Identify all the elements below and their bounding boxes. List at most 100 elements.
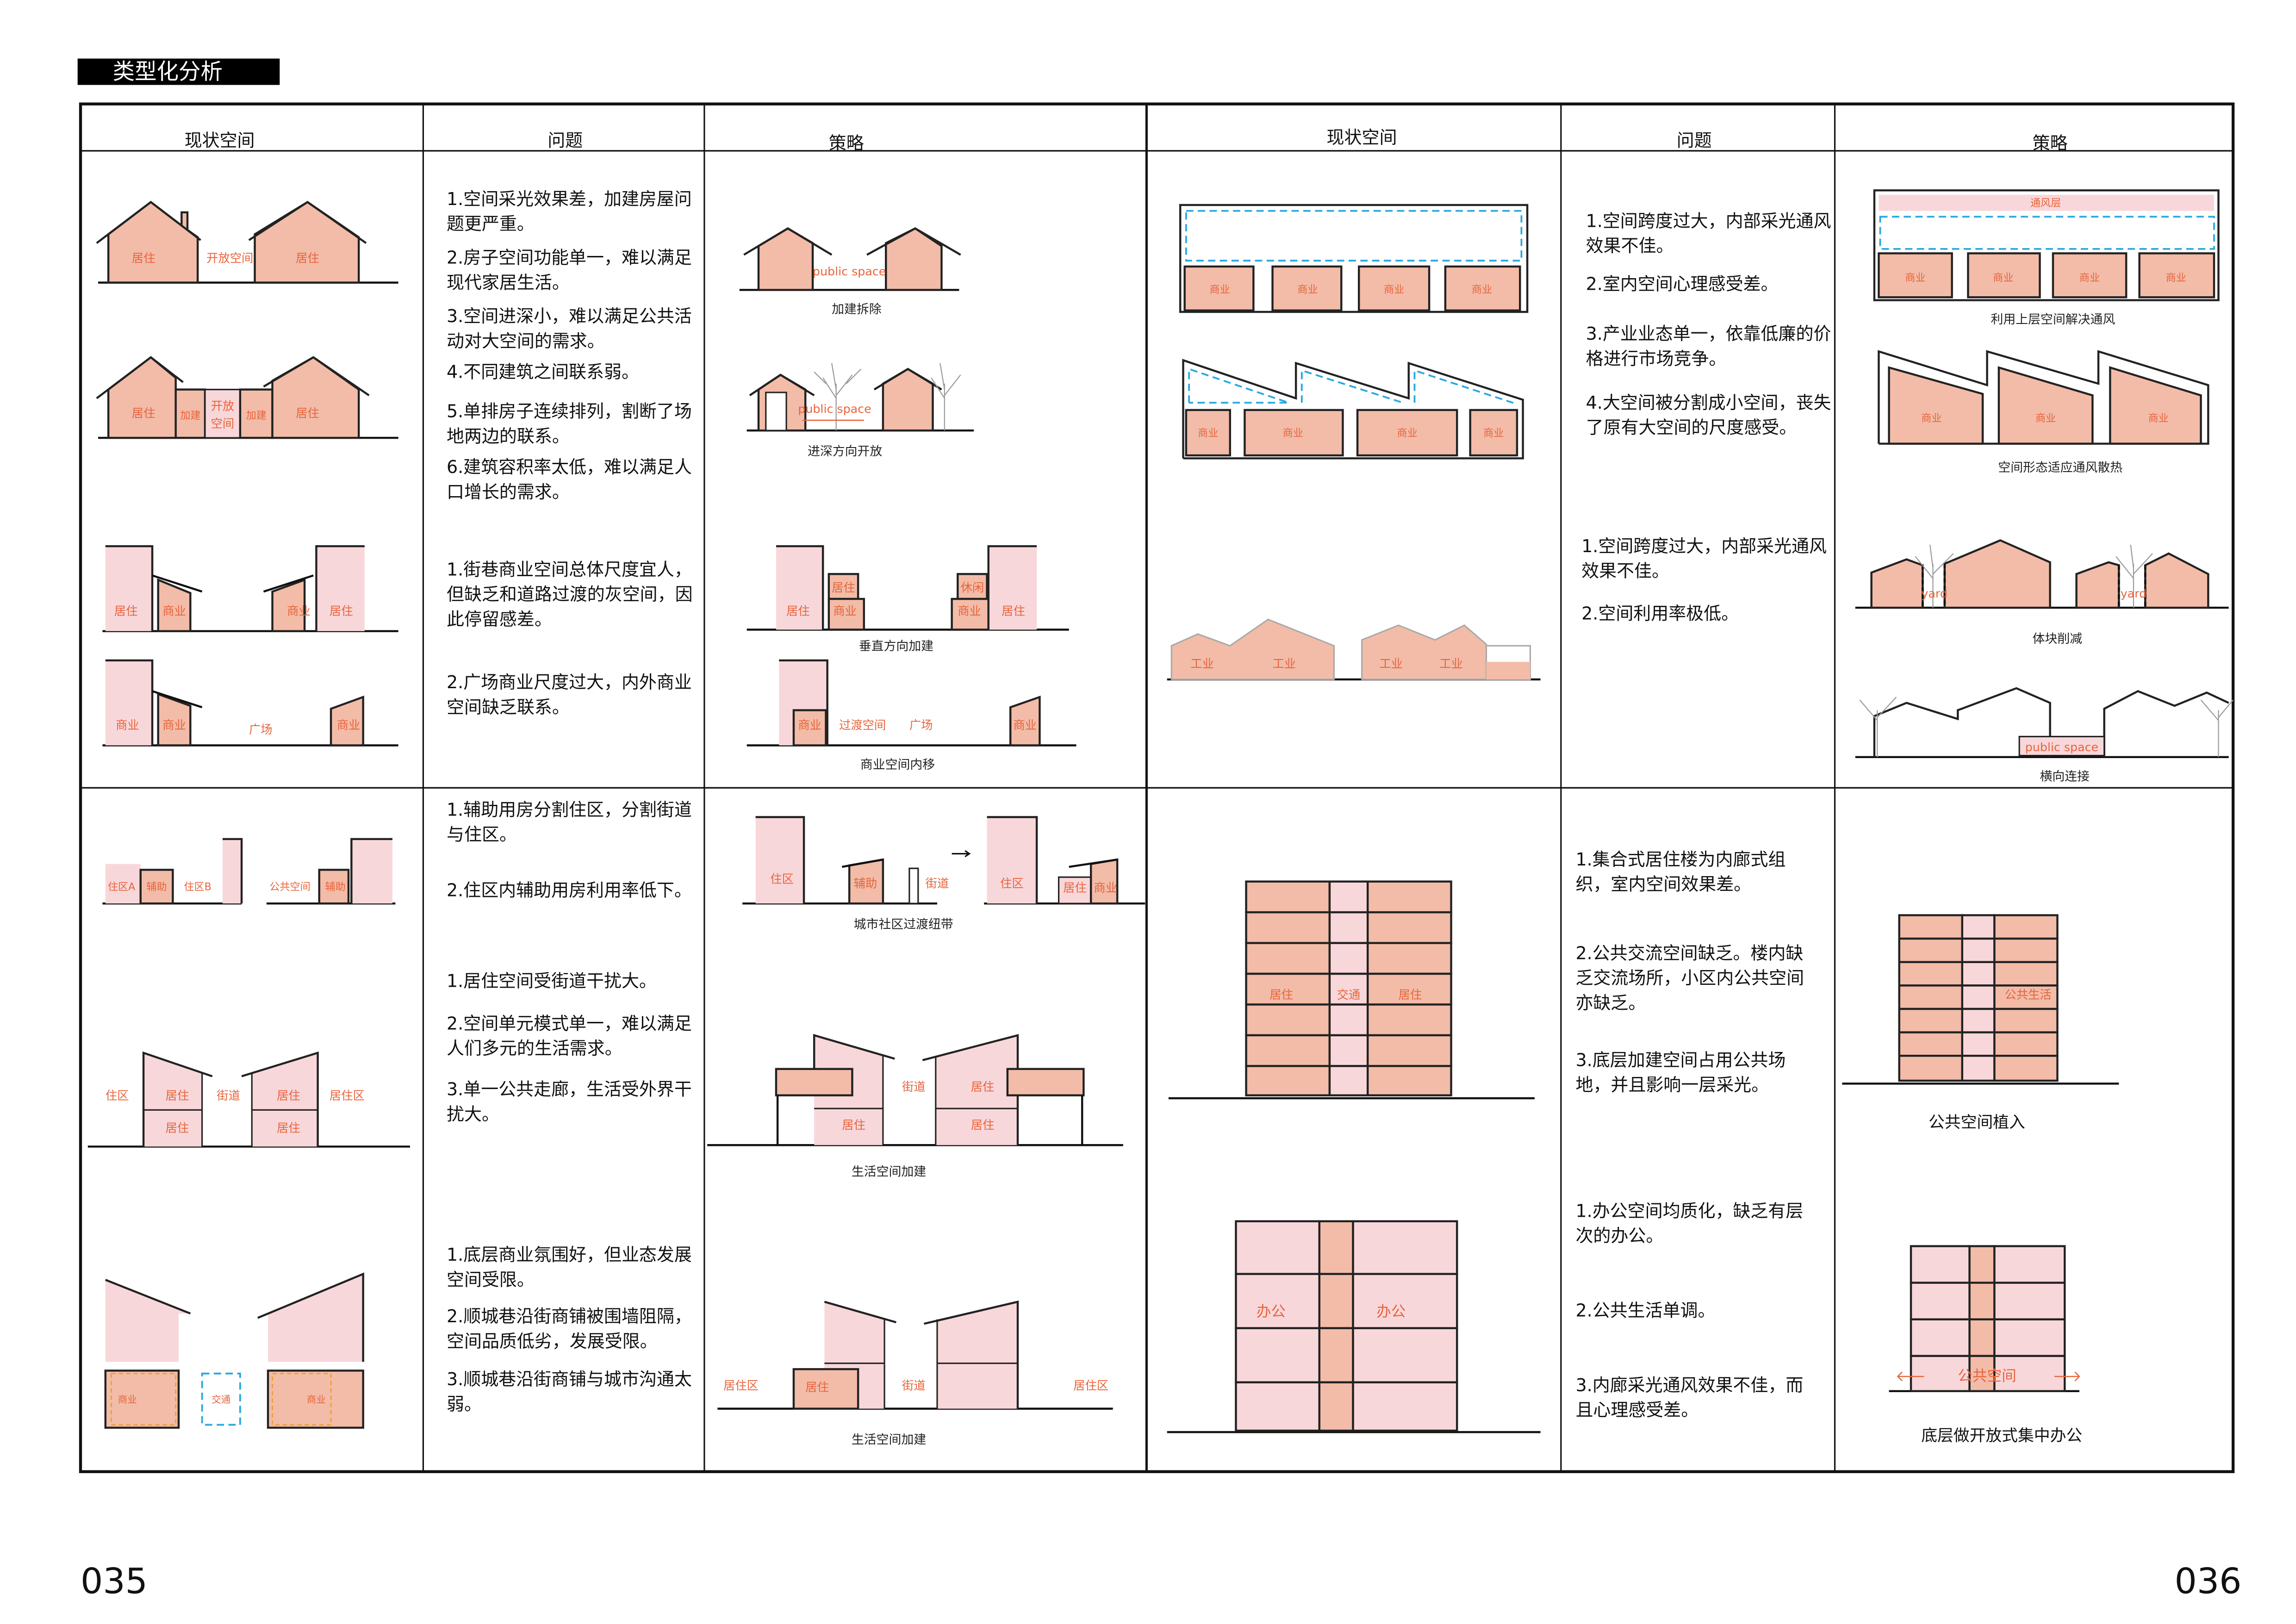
building-cell [1898, 914, 1963, 940]
label: 住区B [184, 881, 211, 893]
building-cell [1235, 1381, 1320, 1432]
label: 居住区 [1073, 1379, 1108, 1393]
problem-item: 1.办公空间均质化，缺乏有层次的办公。 [1575, 1201, 1804, 1246]
building-cell [1366, 1065, 1452, 1096]
diagram-living-addition-1: 居住 街道 居住 居住 生活空间加建 [707, 1033, 1123, 1179]
building-cell [1898, 1055, 1963, 1082]
tree-icon [1915, 544, 2153, 608]
label: 广场 [909, 719, 933, 732]
section-title: 类型化分析 [77, 58, 280, 85]
building-cell [1968, 1282, 1996, 1320]
label: 居住 [971, 1080, 995, 1094]
diagram-sawtooth-ventilation: 商业 商业 商业 空间形态适应通风散热 [1878, 350, 2209, 475]
label: 商业 [1283, 427, 1303, 439]
label: 辅助 [146, 881, 167, 893]
diagram-industrial: 工业 工业 工业 工业 [1167, 618, 1541, 681]
label: 商业 [287, 604, 311, 618]
label: 居住 [277, 1089, 300, 1102]
problem-item: 3.空间进深小，难以满足公共活动对大空间的需求。 [447, 306, 692, 352]
label: 居住 [842, 1118, 865, 1132]
label: 公共生活 [2005, 988, 2052, 1002]
caption: 体块削减 [2033, 632, 2083, 646]
building-cell [1961, 1055, 1996, 1082]
problem-item: 1.空间跨度过大，内部采光通风效果不佳。 [1586, 211, 1831, 256]
header-current-space: 现状空间 [184, 130, 255, 151]
problem-item: 6.建筑容积率太低，难以满足人口增长的需求。 [447, 457, 692, 503]
diagram-corridor-housing: 居住 交通 居住 [1168, 880, 1535, 1100]
problem-item: 2.广场商业尺度过大，内外商业空间缺乏联系。 [447, 672, 692, 718]
label: 商业 [1094, 881, 1118, 895]
problem-item: 3.内廊采光通风效果不佳，而且心理感受差。 [1575, 1375, 1804, 1421]
building-cell [1318, 1327, 1354, 1384]
caption: 加建拆除 [832, 302, 882, 317]
building-cell [1366, 1003, 1452, 1037]
problem-item: 1.辅助用房分割住区，分割街道与住区。 [447, 799, 692, 845]
diagram-vertical-addition: 居住 居住 商业 休闲 商业 居住 垂直方向加建 [747, 545, 1069, 653]
label: 商业 [307, 1394, 326, 1405]
label: 商业 [1905, 272, 1925, 284]
label: 居住 [805, 1381, 829, 1394]
building-cell [1235, 1327, 1320, 1384]
label: 商业 [1198, 427, 1218, 439]
label: 居住区 [723, 1379, 759, 1393]
building-cell [1961, 914, 1996, 940]
label: 住区 [1000, 877, 1024, 890]
label: 商业 [1993, 272, 2013, 284]
label: 街道 [926, 877, 949, 890]
diagram-plaza-commercial: 商业 商业 广场 商业 [102, 659, 398, 747]
label: 广场 [249, 723, 273, 736]
label: 办公 [1376, 1303, 1406, 1320]
diagram-volume-subtraction: yard yard 体块削减 [1855, 539, 2229, 646]
label: 交通 [212, 1394, 230, 1405]
building-cell [1898, 1031, 1963, 1057]
building-cell [1898, 937, 1963, 963]
label: 商业 [2148, 412, 2169, 424]
header-problems: 问题 [1676, 130, 1712, 151]
label: public space [798, 402, 871, 416]
building-cell [1352, 1273, 1458, 1329]
building-cell [1245, 1003, 1331, 1037]
building-cell [1328, 1034, 1369, 1067]
label: 街道 [217, 1089, 240, 1102]
problem-item: 1.空间跨度过大，内部采光通风效果不佳。 [1581, 536, 1827, 582]
building-cell [1366, 1034, 1452, 1067]
building-cell [1328, 942, 1369, 975]
diagram-open-office-ground: 公共空间 底层做开放式集中办公 [1889, 1245, 2082, 1445]
diagram-office-building: 办公 办公 [1167, 1220, 1541, 1433]
label: 办公 [1257, 1303, 1286, 1320]
label: 住区 [106, 1089, 129, 1102]
building-cell [1898, 961, 1963, 987]
caption: 垂直方向加建 [859, 639, 933, 653]
label: 商业 [1384, 284, 1404, 296]
arrows-outward-icon [1897, 1371, 2080, 1381]
label: 居住 [132, 251, 156, 265]
problem-item: 2.公共交流空间缺乏。楼内缺乏交流场所，小区内公共空间亦缺乏。 [1575, 943, 1804, 1014]
label: 公共空间 [269, 881, 310, 893]
header-strategy: 策略 [828, 133, 864, 154]
caption: 横向连接 [2040, 769, 2090, 784]
problem-item: 4.大空间被分割成小空间，丧失了原有大空间的尺度感受。 [1586, 392, 1831, 438]
label: 商业 [833, 604, 857, 618]
tree-icon [814, 363, 961, 431]
label: 商业 [1483, 427, 1504, 439]
building-cell [1993, 914, 2059, 940]
header-current-space: 现状空间 [1326, 127, 1397, 148]
building-cell [1968, 1245, 1996, 1284]
table-frame [79, 102, 2235, 1473]
building-cell [1961, 937, 1996, 963]
label: 商业 [162, 719, 186, 732]
label: 居住 [330, 604, 353, 618]
label: 商业 [958, 604, 981, 618]
building-cell [1961, 961, 1996, 987]
label: 居住 [1399, 988, 1422, 1002]
building-cell [1245, 911, 1331, 944]
caption: 利用上层空间解决通风 [1991, 312, 2116, 327]
building-cell [1993, 1055, 2059, 1082]
label: 街道 [902, 1080, 926, 1094]
caption: 进深方向开放 [808, 444, 882, 459]
building-cell [1318, 1220, 1354, 1275]
building-cell [1366, 880, 1452, 914]
label: 交通 [1337, 988, 1361, 1002]
problem-item: 4.不同建筑之间联系弱。 [447, 361, 639, 382]
